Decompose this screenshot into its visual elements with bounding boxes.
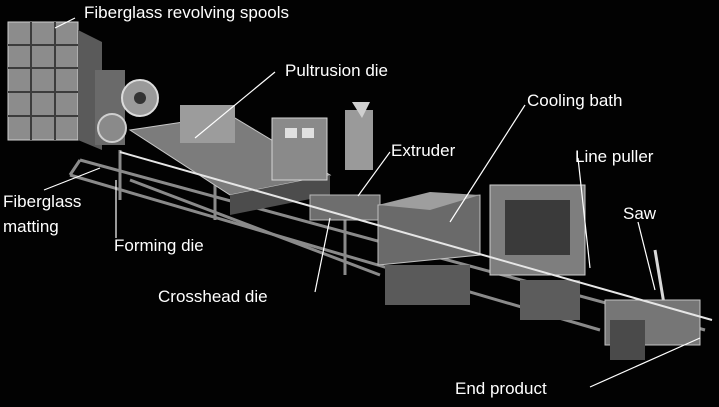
label-extruder: Extruder bbox=[391, 141, 456, 160]
matting-rolls bbox=[95, 70, 159, 145]
label-fiberglass-spools: Fiberglass revolving spools bbox=[84, 3, 290, 22]
label-fiberglass-matting-1: Fiberglass bbox=[3, 192, 82, 211]
label-fiberglass-matting-2: matting bbox=[3, 217, 59, 236]
product-rod bbox=[119, 151, 713, 321]
leader-lines bbox=[43, 17, 701, 388]
label-line-puller: Line puller bbox=[575, 147, 654, 166]
label-forming-die: Forming die bbox=[114, 236, 204, 255]
label-crosshead-die: Crosshead die bbox=[158, 287, 268, 306]
cooling-bath bbox=[377, 192, 481, 305]
spool-rack bbox=[7, 21, 102, 150]
label-pultrusion-die: Pultrusion die bbox=[285, 61, 389, 80]
label-saw: Saw bbox=[623, 204, 657, 223]
label-end-product: End product bbox=[455, 379, 547, 398]
line-puller bbox=[489, 184, 586, 320]
saw bbox=[604, 249, 701, 360]
label-cooling-bath: Cooling bath bbox=[527, 91, 623, 110]
control-cabinet bbox=[271, 117, 328, 181]
